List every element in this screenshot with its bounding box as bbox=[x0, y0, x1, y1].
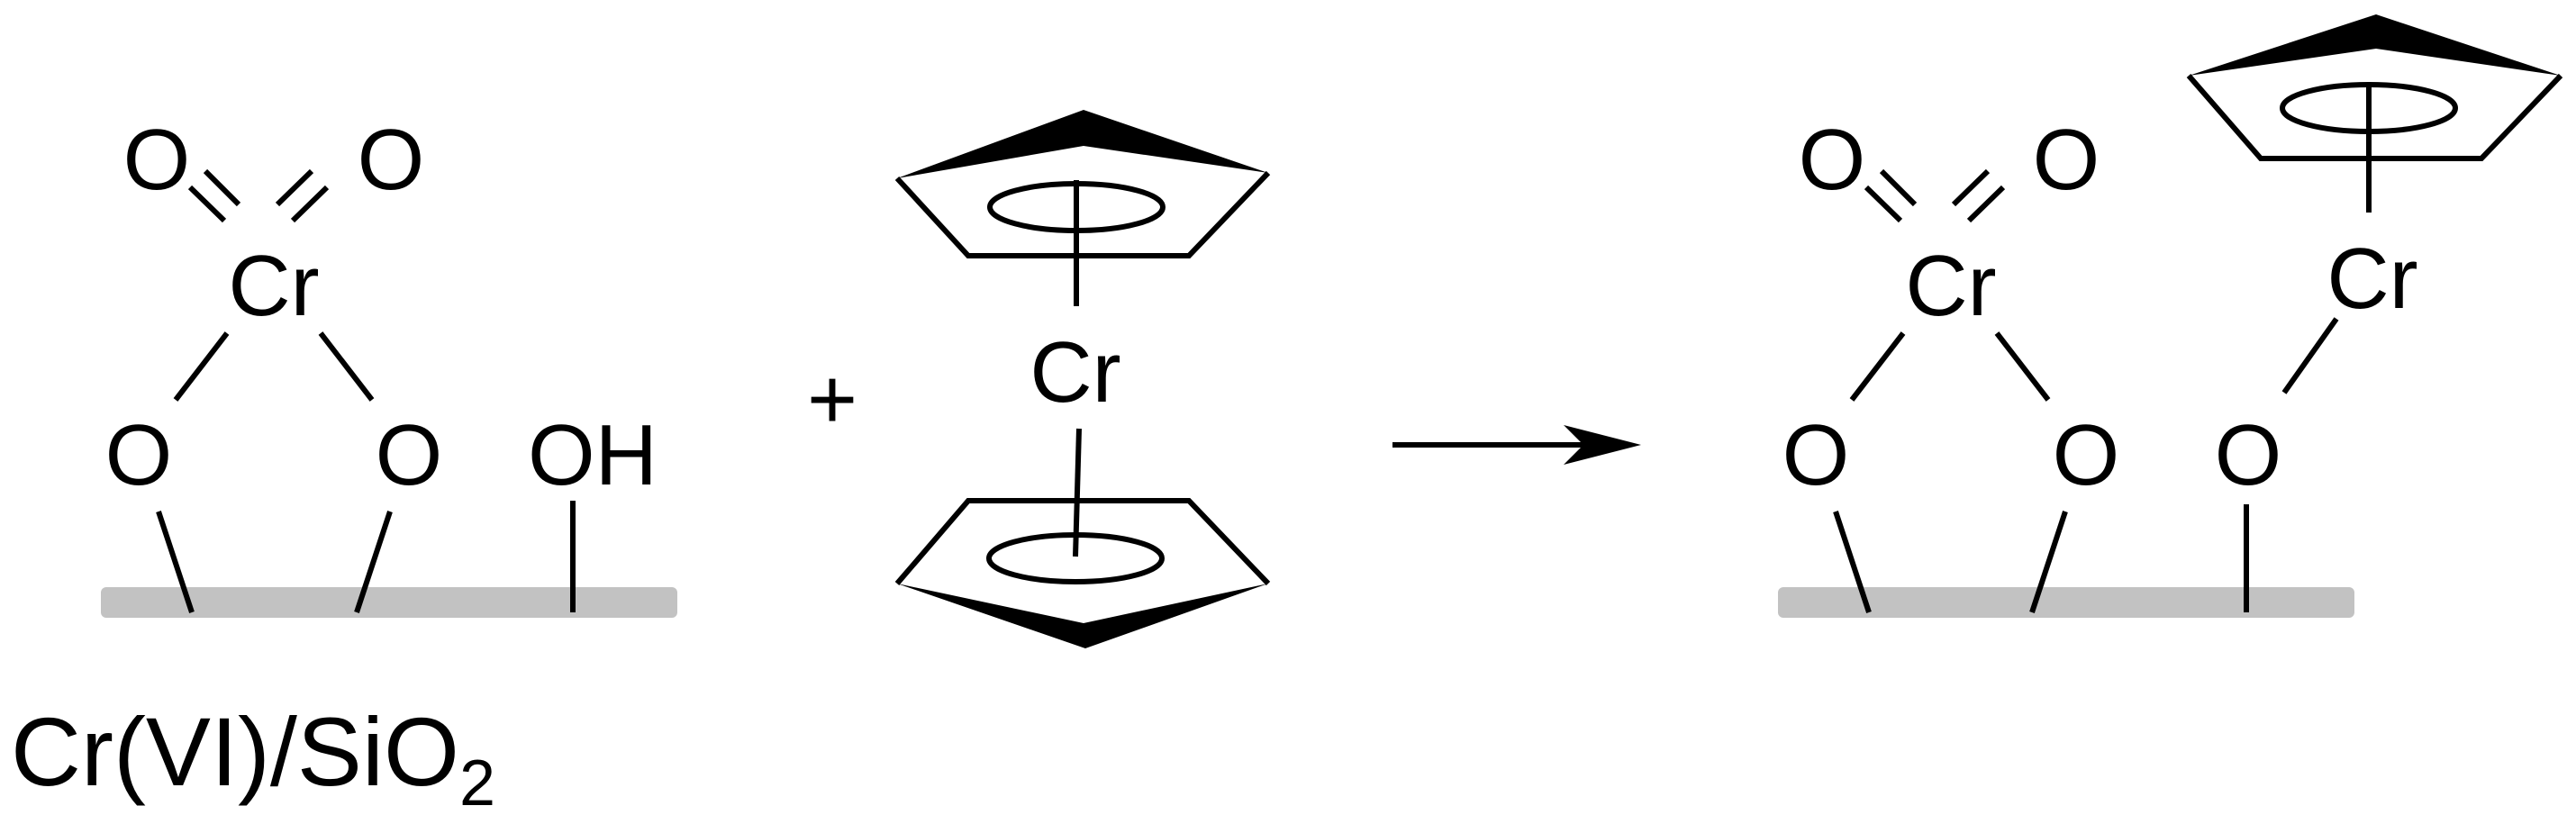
cp-ring-bottom-wedge bbox=[897, 584, 1268, 648]
product-cp-ring bbox=[2186, 73, 2563, 161]
product-bond-cr-o-right bbox=[1994, 331, 2051, 402]
double-bond-o-cr-right-a bbox=[290, 185, 330, 223]
caption-catalyst-label: Cr(VI)/SiO2 bbox=[11, 697, 495, 819]
atom-cr-chromocene: Cr bbox=[1029, 324, 1120, 421]
reaction-arrow bbox=[1392, 425, 1641, 465]
atom-o-top-right: O bbox=[358, 112, 425, 208]
cp-ring-top-wedge bbox=[897, 110, 1268, 178]
silica-surface-right bbox=[1778, 587, 2354, 618]
product-atom-o-top-right: O bbox=[2033, 112, 2100, 208]
cp-ring-bottom-aromatic bbox=[986, 532, 1165, 584]
caption-main: Cr(VI)/SiO bbox=[11, 697, 459, 806]
product-double-bond-right-a bbox=[1966, 185, 2006, 223]
product-bond-o-surface-left bbox=[1833, 511, 1872, 613]
bond-cr-o-left bbox=[173, 331, 230, 402]
atom-oh: OH bbox=[528, 407, 658, 503]
atom-cr: Cr bbox=[228, 238, 319, 334]
product-bond-cr-o-grafted bbox=[2281, 317, 2339, 394]
bond-o-surface-right bbox=[354, 511, 393, 613]
product-atom-cr-grafted: Cr bbox=[2327, 231, 2417, 327]
plus-sign: + bbox=[807, 351, 857, 448]
product-double-bond-left-a bbox=[1864, 185, 1903, 223]
product-atom-o-bottom-left: O bbox=[1782, 407, 1850, 503]
reactant-chromocene: Cr bbox=[894, 110, 1271, 648]
bond-o-surface-left bbox=[156, 511, 195, 613]
product-atom-cr-chromate: Cr bbox=[1905, 238, 1996, 334]
double-bond-o-cr-left-a bbox=[187, 185, 227, 223]
atom-o-bottom-right: O bbox=[376, 407, 443, 503]
silica-surface-left bbox=[101, 587, 677, 618]
caption-subscript: 2 bbox=[459, 747, 495, 819]
product-atom-o-top-left: O bbox=[1799, 112, 1866, 208]
product-bimetallic-surface-species: O O Cr O O Cr O bbox=[1778, 14, 2563, 618]
product-atom-o-bottom-right: O bbox=[2053, 407, 2120, 503]
reactant-chromate-on-silica: O O Cr O O OH bbox=[101, 112, 677, 618]
arrow-head bbox=[1564, 425, 1641, 465]
atom-o-top-left: O bbox=[123, 112, 191, 208]
product-cp-ring-wedge bbox=[2189, 14, 2561, 76]
double-bond-o-cr-left-b bbox=[203, 168, 241, 207]
product-double-bond-right-b bbox=[1951, 168, 1991, 207]
product-atom-o-grafted: O bbox=[2215, 407, 2282, 503]
bond-cr-o-right bbox=[318, 331, 375, 402]
atom-o-bottom-left: O bbox=[105, 407, 173, 503]
cp-ring-bottom bbox=[894, 498, 1271, 586]
product-bond-o-surface-right bbox=[2029, 511, 2068, 613]
product-double-bond-left-b bbox=[1879, 168, 1918, 207]
product-bond-cr-o-left bbox=[1849, 331, 1906, 402]
double-bond-o-cr-right-b bbox=[275, 168, 314, 207]
